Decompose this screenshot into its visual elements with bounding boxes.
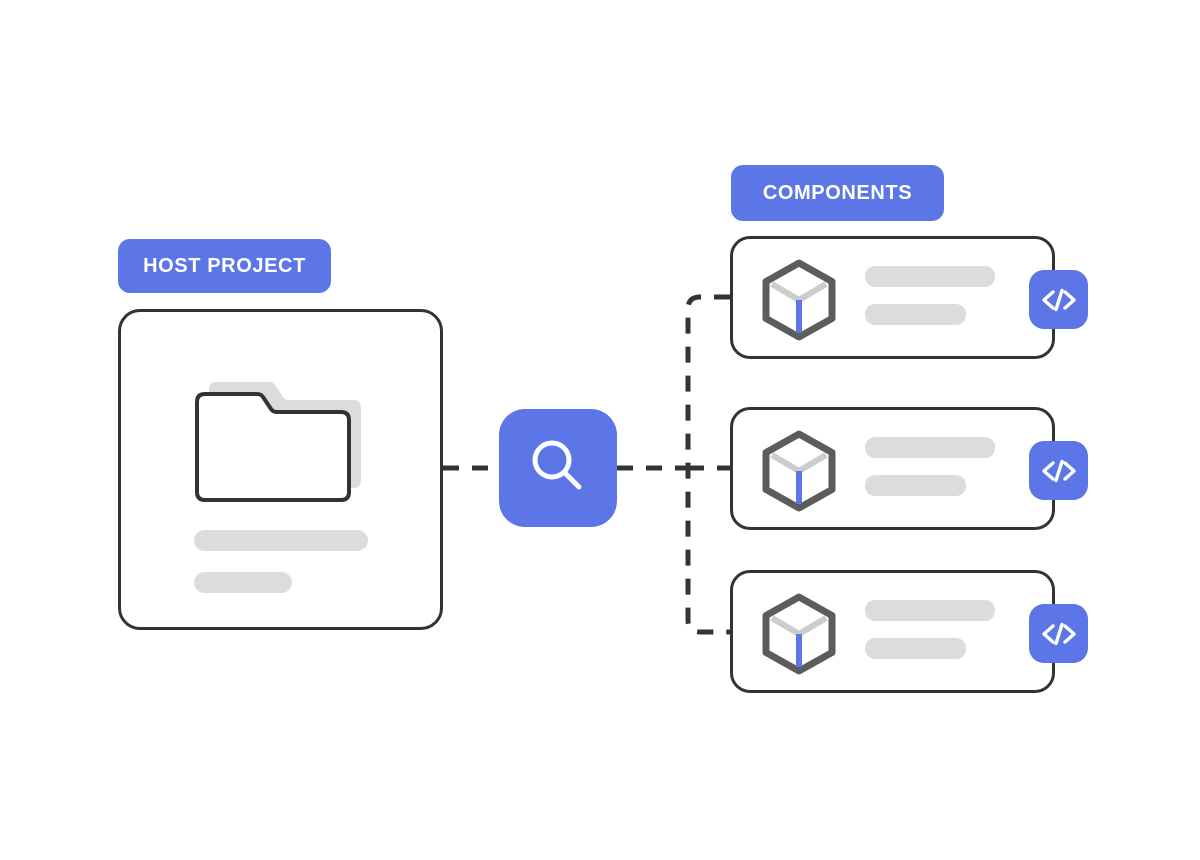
component-skeleton-bars (865, 266, 995, 325)
host-skeleton-bar-long (194, 530, 368, 551)
component-card[interactable] (730, 407, 1088, 530)
folder-front-shape (195, 392, 351, 502)
code-icon[interactable] (1029, 270, 1088, 329)
code-icon[interactable] (1029, 441, 1088, 500)
host-project-badge: HOST PROJECT (118, 239, 331, 293)
component-bar-long (865, 437, 995, 458)
cube-icon (759, 430, 839, 512)
connector-trunk (685, 294, 730, 635)
component-bar-long (865, 266, 995, 287)
host-project-badge-label: HOST PROJECT (143, 254, 306, 277)
component-skeleton-bars (865, 600, 995, 659)
cube-icon (759, 593, 839, 675)
code-icon[interactable] (1029, 604, 1088, 663)
components-badge-label: COMPONENTS (762, 181, 913, 204)
component-bar-short (865, 638, 966, 659)
components-badge: COMPONENTS (731, 165, 944, 221)
component-card[interactable] (730, 570, 1088, 693)
host-skeleton-bar-short (194, 572, 292, 593)
cube-icon (759, 259, 839, 341)
component-bar-long (865, 600, 995, 621)
component-bar-short (865, 304, 966, 325)
search-icon (527, 435, 589, 502)
folder-stack-icon (195, 368, 370, 508)
component-skeleton-bars (865, 437, 995, 496)
search-node[interactable] (499, 409, 617, 527)
component-bar-short (865, 475, 966, 496)
component-card[interactable] (730, 236, 1088, 359)
